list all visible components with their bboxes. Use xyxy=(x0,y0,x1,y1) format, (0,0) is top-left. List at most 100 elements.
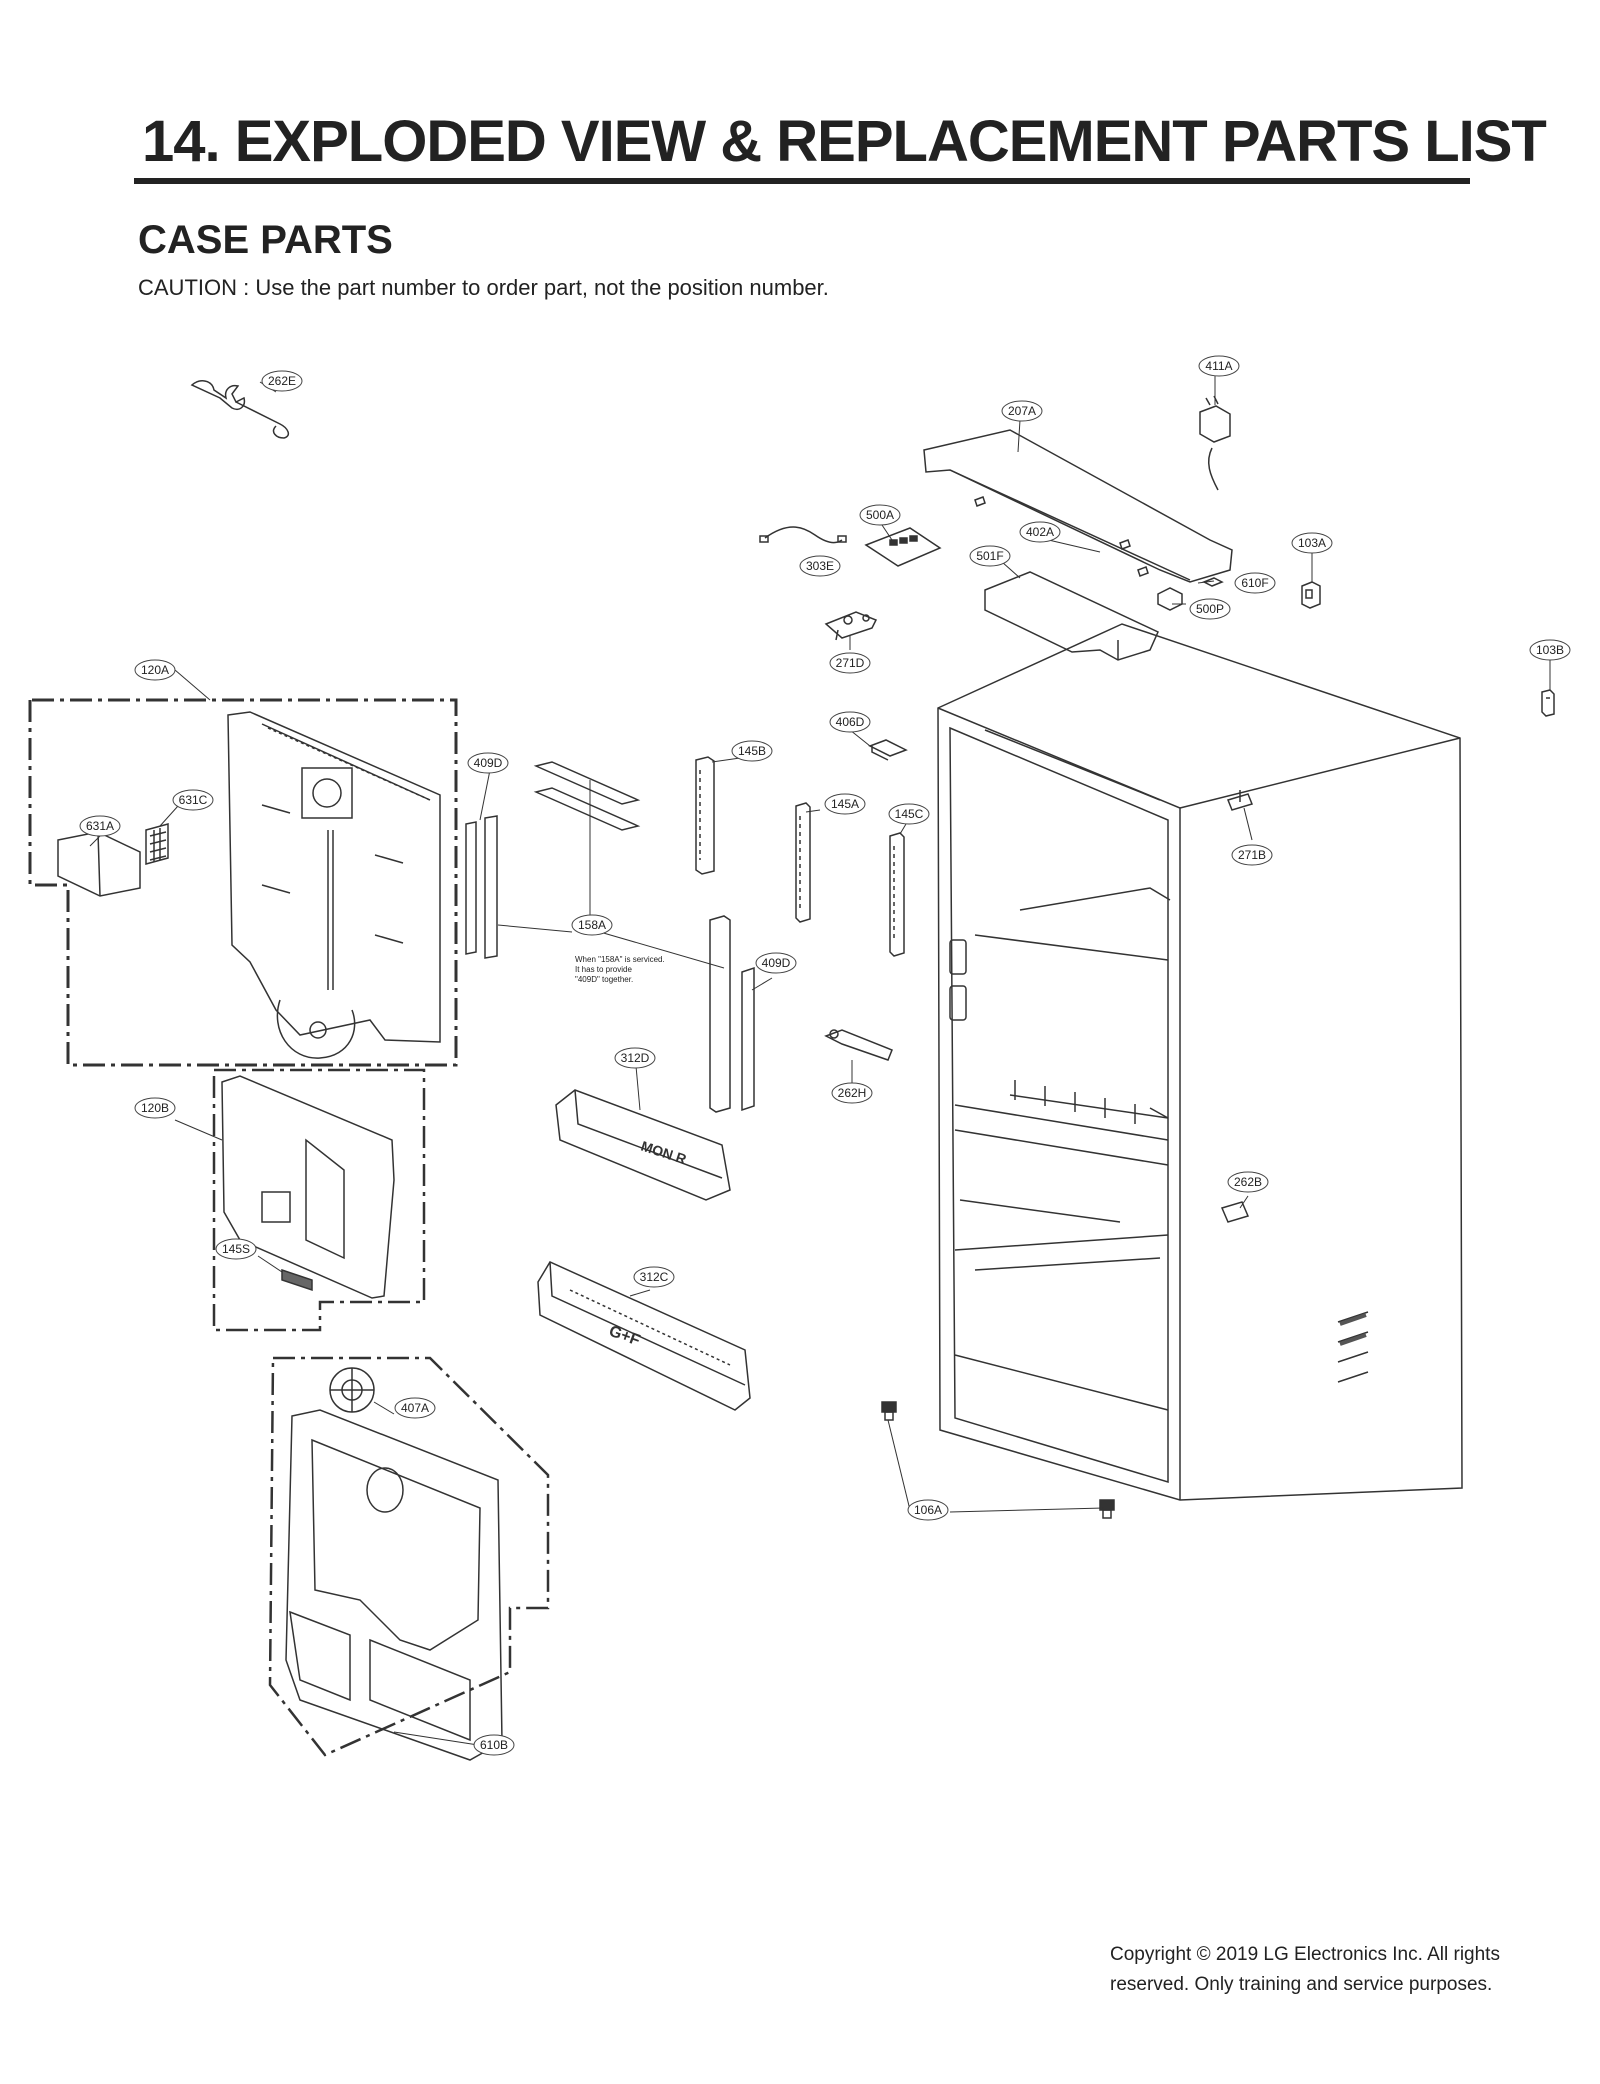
mullion-part-158A xyxy=(709,915,755,1113)
callout-120B: 120B xyxy=(134,1097,176,1119)
callout-label: 409D xyxy=(762,956,791,970)
leveling-leg-left xyxy=(881,1401,897,1421)
callout-label: 610B xyxy=(480,1738,508,1752)
title-rule xyxy=(134,178,1470,184)
door-bin-312C xyxy=(537,1261,751,1411)
callout-label: 120A xyxy=(141,663,169,677)
callout-label: 120B xyxy=(141,1101,169,1115)
callout-501F: 501F xyxy=(969,545,1011,567)
gasket-strip-409D xyxy=(465,761,641,959)
cover-part-120B xyxy=(221,1075,395,1299)
callout-label: 103B xyxy=(1536,643,1564,657)
callout-145A: 145A xyxy=(824,793,866,815)
callout-label: 500A xyxy=(866,508,894,522)
group-border-120A xyxy=(28,698,458,1067)
group-border-610B xyxy=(268,1356,550,1757)
callout-label: 406D xyxy=(836,715,865,729)
filter-mesh-part xyxy=(145,823,169,865)
callout-262H: 262H xyxy=(831,1082,873,1104)
pcb-board-part xyxy=(864,527,942,567)
callout-145B: 145B xyxy=(731,740,773,762)
callout-label: 271D xyxy=(836,656,865,670)
top-cover-part xyxy=(923,429,1233,583)
callout-label: 207A xyxy=(1008,404,1036,418)
duct-cover-part xyxy=(984,571,1159,661)
callout-label: 158A xyxy=(578,918,606,932)
copyright-notice: Copyright © 2019 LG Electronics Inc. All… xyxy=(1110,1940,1570,2000)
switch-part-103A xyxy=(1301,581,1321,609)
callout-label: 631A xyxy=(86,819,114,833)
callout-label: 303E xyxy=(806,559,834,573)
callout-610B: 610B xyxy=(473,1734,515,1756)
callout-158A: 158A xyxy=(571,914,613,936)
note-158A: When "158A" is serviced. It has to provi… xyxy=(575,955,665,984)
marking-gf: G+F xyxy=(607,1323,643,1350)
callout-label: 631C xyxy=(179,793,208,807)
callout-610F: 610F xyxy=(1234,572,1276,594)
callout-262E: 262E xyxy=(261,370,303,392)
callout-label: 145A xyxy=(831,797,859,811)
dispenser-housing-610B xyxy=(285,1409,503,1761)
note-line-1: When "158A" is serviced. xyxy=(575,955,665,964)
rail-part-145B xyxy=(695,756,715,875)
door-bin-312D xyxy=(555,1089,731,1201)
filter-box-part xyxy=(57,831,141,897)
leader-lines xyxy=(89,372,1551,1746)
rail-part-145A xyxy=(795,802,811,923)
callout-label: 312C xyxy=(640,1270,669,1284)
callout-label: 103A xyxy=(1298,536,1326,550)
callout-145C: 145C xyxy=(888,803,930,825)
callout-106A: 106A xyxy=(907,1499,949,1521)
refrigerator-cabinet xyxy=(937,623,1463,1501)
callout-145S: 145S xyxy=(215,1238,257,1260)
callout-label: 407A xyxy=(401,1401,429,1415)
motor-part-407A xyxy=(329,1367,375,1413)
callout-label: 262H xyxy=(838,1086,867,1100)
callout-406D: 406D xyxy=(829,711,871,733)
section-title: CASE PARTS xyxy=(138,218,393,262)
callout-500A: 500A xyxy=(859,504,901,526)
note-line-3: "409D" together. xyxy=(575,975,633,984)
hinge-part-271D xyxy=(824,611,878,641)
note-line-2: It has to provide xyxy=(575,965,632,974)
power-cord-part xyxy=(1199,395,1231,491)
callout-312D: 312D xyxy=(614,1047,656,1069)
callout-303E: 303E xyxy=(799,555,841,577)
callout-label: 610F xyxy=(1241,576,1268,590)
callout-label: 411A xyxy=(1205,359,1232,373)
group-border-120B xyxy=(212,1068,426,1332)
callout-103A: 103A xyxy=(1291,532,1333,554)
callout-label: 409D xyxy=(474,756,503,770)
callout-label: 271B xyxy=(1238,848,1266,862)
callout-402A: 402A xyxy=(1019,521,1061,543)
leveling-leg-right xyxy=(1099,1499,1115,1519)
callout-411A: 411A xyxy=(1198,355,1240,377)
callout-631A: 631A xyxy=(79,815,121,837)
part-262H xyxy=(824,1029,893,1061)
rear-panel-part xyxy=(227,711,441,1059)
copyright-line-2: reserved. Only training and service purp… xyxy=(1110,1974,1493,1995)
callout-label: 500P xyxy=(1196,602,1224,616)
callout-312C: 312C xyxy=(633,1266,675,1288)
wire-harness-part xyxy=(759,526,847,544)
small-cap-part xyxy=(1202,577,1224,587)
callout-label: 402A xyxy=(1026,525,1054,539)
callout-label: 106A xyxy=(914,1503,942,1517)
callout-207A: 207A xyxy=(1001,400,1043,422)
callout-label: 145C xyxy=(895,807,924,821)
callout-407A: 407A xyxy=(394,1397,436,1419)
spanner-wrench-part xyxy=(190,380,290,439)
callout-label: 501F xyxy=(976,549,1003,563)
page-title: 14. EXPLODED VIEW & REPLACEMENT PARTS LI… xyxy=(142,109,1547,174)
copyright-line-1: Copyright © 2019 LG Electronics Inc. All… xyxy=(1110,1944,1500,1965)
callout-262B: 262B xyxy=(1227,1171,1269,1193)
callout-label: 262B xyxy=(1234,1175,1262,1189)
callout-409D-right: 409D xyxy=(755,952,797,974)
callout-label: 145S xyxy=(222,1242,250,1256)
callout-500P: 500P xyxy=(1189,598,1231,620)
callout-103B: 103B xyxy=(1529,639,1571,661)
callout-409D-left: 409D xyxy=(467,752,509,774)
callout-label: 262E xyxy=(268,374,296,388)
callout-271D: 271D xyxy=(829,652,871,674)
